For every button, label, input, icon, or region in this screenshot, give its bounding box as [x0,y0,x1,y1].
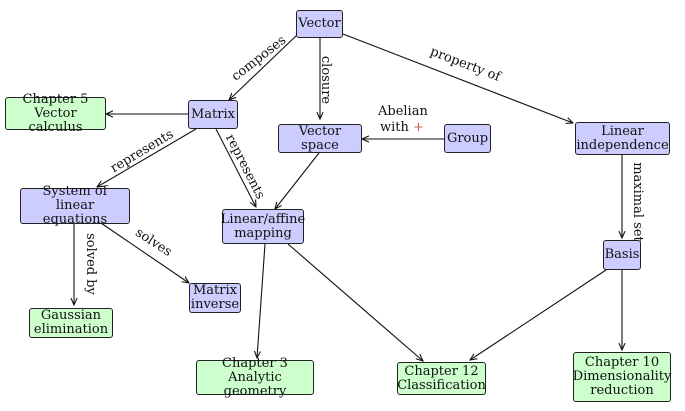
node-gaussian-line1: Gaussian [40,308,102,323]
node-linear-independence[interactable]: Linear independence [575,122,670,155]
edge-label-with: with [380,120,409,135]
node-system-line1: System of [42,184,108,199]
edge-basis-chapter12 [470,269,607,360]
node-chapter5[interactable]: Chapter 5 Vector calculus [5,92,106,134]
node-basis-label: Basis [604,247,640,262]
edge-system-matrix-inverse [97,220,189,283]
node-system-linear-equations[interactable]: System of linear equations [20,184,130,227]
node-matrix-inverse-line2: inverse [190,297,240,312]
plus-symbol: + [413,120,424,135]
node-chapter3-line2: Analytic geometry [223,369,287,399]
node-chapter10[interactable]: Chapter 10 Dimensionality reduction [573,352,671,402]
edge-matrix-system [97,128,197,187]
node-vector-space-label: Vector space [298,123,342,153]
node-vector-label: Vector [298,16,341,31]
edge-label-maximal-set: maximal set [629,162,645,242]
edge-matrix-mapping [215,128,256,207]
node-linear-independence-line2: independence [576,137,669,153]
node-chapter10-line1: Chapter 10 [584,355,660,370]
node-chapter3-line1: Chapter 3 [222,355,288,371]
node-mapping-line1: Linear/affine [220,211,306,227]
node-matrix-inverse[interactable]: Matrix inverse [189,283,241,313]
node-chapter5-line2: Vector calculus [28,105,83,135]
node-chapter12[interactable]: Chapter 12 Classification [397,362,486,395]
edge-mapping-chapter3 [257,243,266,358]
edge-mapping-chapter12 [287,243,423,361]
node-system-line2: linear equations [42,198,108,227]
edge-vector-matrix [229,33,299,100]
node-chapter12-line1: Chapter 12 [404,363,479,379]
node-chapter10-line3: reduction [590,383,654,398]
node-chapter10-line2: Dimensionality [572,369,672,384]
node-linear-affine-mapping[interactable]: Linear/affine mapping [220,209,306,244]
node-basis[interactable]: Basis [603,240,641,270]
node-gaussian-elimination[interactable]: Gaussian elimination [29,308,113,338]
edge-label-abelian-with: with + [380,121,424,135]
node-chapter3[interactable]: Chapter 3 Analytic geometry [196,355,314,398]
node-matrix-inverse-line1: Matrix [193,283,237,298]
node-chapter5-line1: Chapter 5 [22,91,89,107]
node-chapter12-line2: Classification [397,377,486,393]
edge-label-solved-by: solved by [82,233,98,295]
node-vector[interactable]: Vector [296,10,343,38]
node-matrix-label: Matrix [191,106,235,122]
node-vector-space[interactable]: Vector space [278,124,362,153]
node-matrix[interactable]: Matrix [188,100,238,129]
edge-vector-space-mapping [275,152,320,209]
edge-label-abelian: Abelian [378,104,428,119]
node-group[interactable]: Group [444,124,491,153]
edge-vector-linear-independence [342,33,573,123]
node-group-label: Group [446,130,489,146]
node-mapping-line2: mapping [234,225,292,241]
node-linear-independence-line1: Linear [601,123,644,139]
edge-label-closure: closure [318,55,334,105]
node-gaussian-line2: elimination [33,322,109,337]
